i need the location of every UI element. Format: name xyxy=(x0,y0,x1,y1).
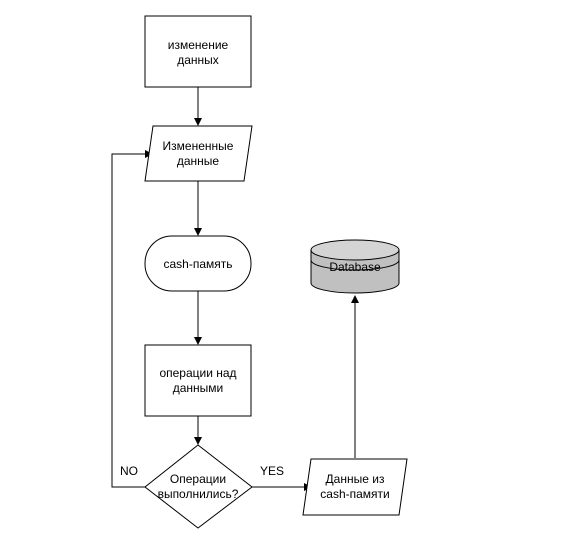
process-label-line2: данных xyxy=(177,53,219,67)
data-changed-data: Измененные данные xyxy=(144,125,253,182)
process-box xyxy=(144,344,252,417)
database-band xyxy=(310,259,400,271)
process-change-data: изменение данных xyxy=(144,15,252,88)
process-operations: операции над данными xyxy=(144,344,252,417)
decision-label-line2: выполнились? xyxy=(158,487,239,501)
data-label-line2: cash-памяти xyxy=(320,487,389,501)
data-cash-data: Данные из cash-памяти xyxy=(302,458,408,516)
process-label-line1: операции над xyxy=(159,366,236,380)
process-label-line1: изменение xyxy=(168,38,229,52)
terminator-shape xyxy=(144,235,252,292)
terminator-cash-memory: cash-память xyxy=(144,235,252,292)
decision-diamond xyxy=(144,444,253,529)
edge-label-no: NO xyxy=(120,464,138,478)
process-label-line2: данными xyxy=(173,381,224,395)
terminator-label: cash-память xyxy=(163,257,232,271)
decision-operations-done: Операции выполнились? xyxy=(144,444,253,529)
database-top xyxy=(310,239,400,261)
data-parallelogram xyxy=(144,125,253,182)
data-label-line1: Измененные xyxy=(163,139,234,153)
database-body xyxy=(310,249,400,294)
database-label: Database xyxy=(329,260,381,274)
data-label-line2: данные xyxy=(177,154,220,168)
decision-label-line1: Операции xyxy=(170,472,226,486)
database-cylinder: Database xyxy=(310,239,400,294)
edge-decision-no-loop xyxy=(111,150,153,488)
data-parallelogram xyxy=(302,458,408,516)
data-label-line1: Данные из xyxy=(326,472,385,486)
edge-label-yes: YES xyxy=(260,464,284,478)
process-box xyxy=(144,15,252,88)
